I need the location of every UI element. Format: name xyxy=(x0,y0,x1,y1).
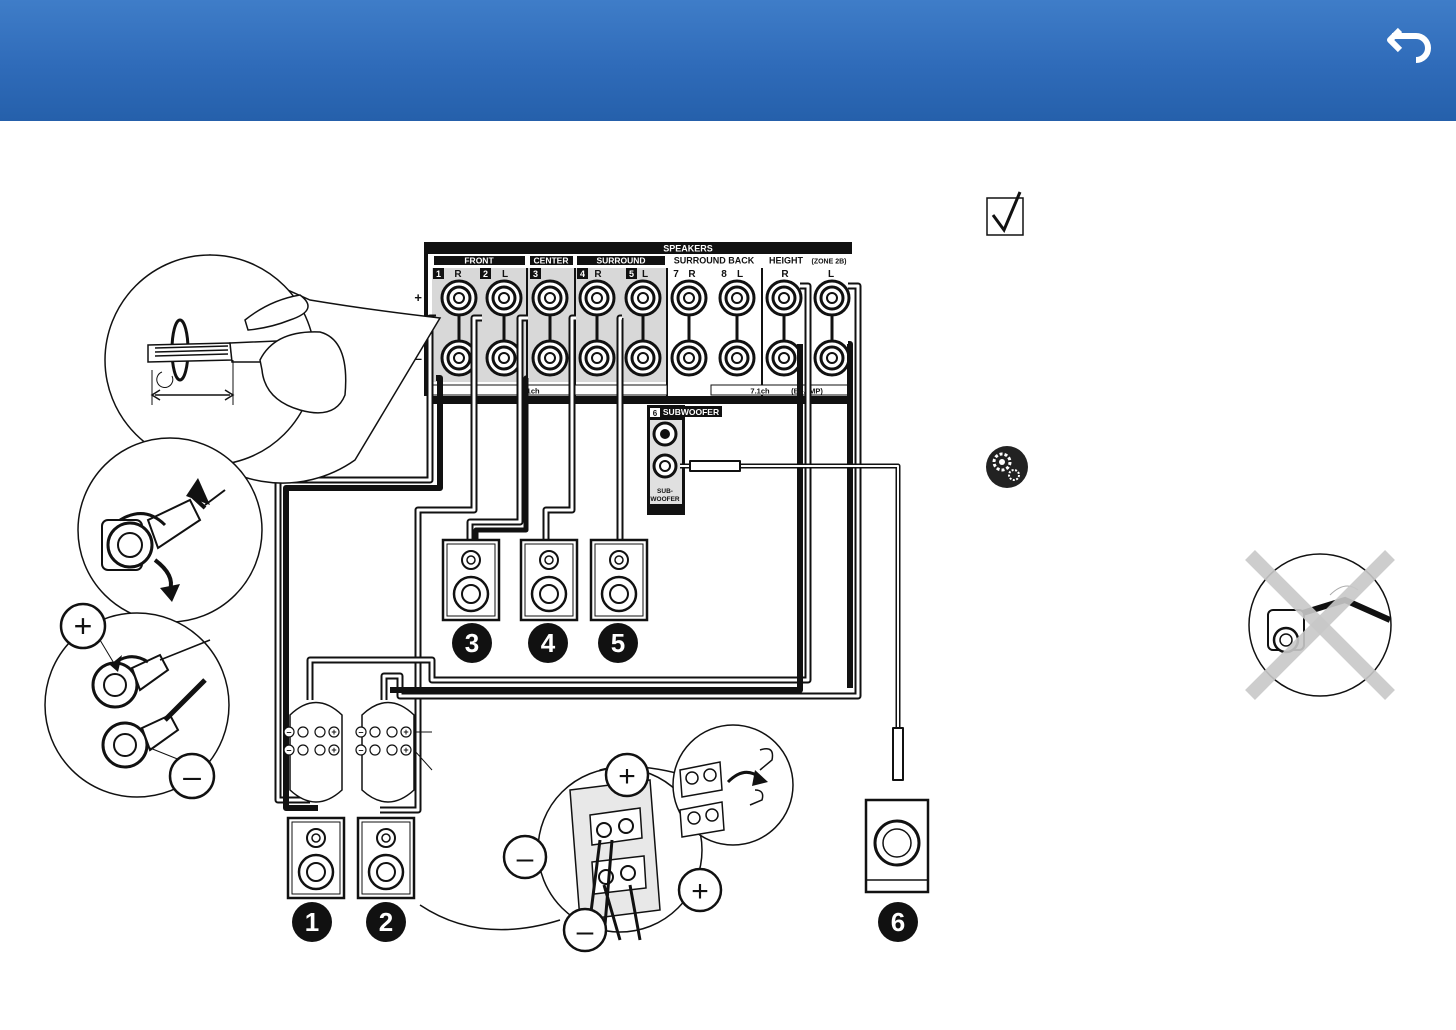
speaker-number-4: 4 xyxy=(528,623,568,663)
rear-minus-badge-bottom: – xyxy=(564,909,606,951)
speaker-number-6: 6 xyxy=(878,902,918,942)
rear-plus-badge-top: + xyxy=(606,754,648,796)
svg-text:+: + xyxy=(74,608,93,644)
speaker-number-3: 3 xyxy=(452,623,492,663)
wrong-connection-icon xyxy=(1249,554,1391,696)
header-bar xyxy=(0,0,1456,121)
speaker-1 xyxy=(288,818,344,898)
svg-text:–: – xyxy=(577,915,594,948)
svg-text:R: R xyxy=(594,269,602,280)
svg-text:6: 6 xyxy=(891,907,905,937)
back-button[interactable] xyxy=(1386,20,1438,64)
svg-text:+: + xyxy=(403,745,408,755)
jumper-removal-detail xyxy=(673,725,793,845)
rear-plus-badge-right: + xyxy=(679,869,721,911)
svg-text:–: – xyxy=(286,727,291,737)
svg-text:+: + xyxy=(331,727,336,737)
subwoofer-speaker xyxy=(866,800,928,892)
svg-text:–: – xyxy=(517,842,534,875)
zone-label: (ZONE 2B) xyxy=(812,259,847,266)
height-label: HEIGHT xyxy=(769,256,804,266)
svg-text:+: + xyxy=(618,760,636,793)
surround-label: SURROUND xyxy=(596,256,645,266)
back-arrow-icon xyxy=(1386,20,1438,64)
speaker-number-2: 2 xyxy=(366,902,406,942)
minus-badge: – xyxy=(170,754,214,798)
rear-minus-badge-left: – xyxy=(504,836,546,878)
speaker-number-5: 5 xyxy=(598,623,638,663)
rear-terminal-detail xyxy=(420,767,702,940)
speaker-connection-diagram: SPEAKERS FRONT CENTER SURROUND SURROUND … xyxy=(0,121,1456,1030)
panel-title: SPEAKERS xyxy=(663,244,713,254)
svg-text:1: 1 xyxy=(305,907,319,937)
surround-back-label: SURROUND BACK xyxy=(674,256,755,266)
svg-text:5: 5 xyxy=(611,628,625,658)
svg-text:2: 2 xyxy=(483,269,488,279)
plus-badge: + xyxy=(61,604,105,648)
speaker-2 xyxy=(358,818,414,898)
svg-text:4: 4 xyxy=(580,269,585,279)
plus-label: + xyxy=(414,290,422,305)
svg-text:8: 8 xyxy=(721,269,727,280)
svg-text:3: 3 xyxy=(465,628,479,658)
svg-text:L: L xyxy=(828,269,834,280)
speaker-terminal-panel: SPEAKERS FRONT CENTER SURROUND SURROUND … xyxy=(414,242,852,515)
svg-text:–: – xyxy=(183,758,201,794)
svg-text:+: + xyxy=(331,745,336,755)
svg-text:L: L xyxy=(502,269,508,280)
svg-text:–: – xyxy=(358,727,363,737)
subwoofer-num: 6 xyxy=(653,409,658,418)
svg-text:+: + xyxy=(403,727,408,737)
svg-text:+: + xyxy=(691,875,709,908)
front-label: FRONT xyxy=(464,256,494,266)
sub-woofer-line2: WOOFER xyxy=(650,496,680,503)
svg-text:L: L xyxy=(642,269,648,280)
ch71-label: 7.1ch xyxy=(750,387,770,396)
svg-text:2: 2 xyxy=(379,907,393,937)
svg-text:R: R xyxy=(781,269,789,280)
svg-text:L: L xyxy=(737,269,743,280)
speaker-number-1: 1 xyxy=(292,902,332,942)
terminal-twist-detail xyxy=(78,438,262,622)
checkbox-checked-icon xyxy=(987,192,1023,235)
svg-text:7: 7 xyxy=(673,269,679,280)
speaker-5 xyxy=(591,540,647,620)
svg-text:–: – xyxy=(286,745,291,755)
svg-text:4: 4 xyxy=(541,628,556,658)
sub-woofer-line1: SUB- xyxy=(657,488,673,495)
svg-text:R: R xyxy=(454,269,462,280)
speaker-3 xyxy=(443,540,499,620)
subwoofer-label: SUBWOOFER xyxy=(663,407,719,417)
front-speaker-terminal-plates: – + – + – + – + xyxy=(284,703,432,803)
svg-text:–: – xyxy=(358,745,363,755)
svg-text:5: 5 xyxy=(629,269,634,279)
svg-text:3: 3 xyxy=(533,269,538,279)
center-label: CENTER xyxy=(534,256,569,266)
speaker-4 xyxy=(521,540,577,620)
settings-gears-icon xyxy=(986,446,1028,488)
svg-text:R: R xyxy=(688,269,696,280)
svg-text:1: 1 xyxy=(436,269,441,279)
